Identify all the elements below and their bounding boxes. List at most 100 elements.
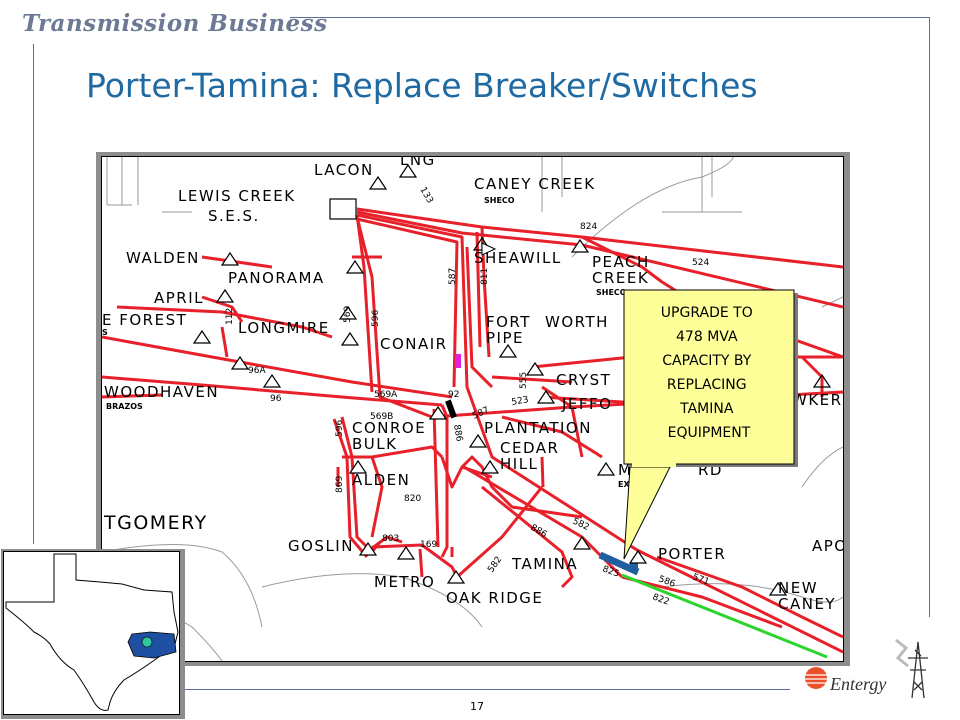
magenta-marker	[455, 354, 461, 368]
label-lacon: LACON	[314, 161, 374, 179]
label-montgomery: TGOMERY	[103, 512, 208, 534]
callout-text: UPGRADE TO 478 MVA CAPACITY BY REPLACING…	[661, 305, 757, 441]
label-hill: HILL	[500, 455, 538, 473]
label-panorama: PANORAMA	[228, 269, 325, 287]
line-811: 811	[480, 268, 490, 285]
label-caney-creek: CANEY CREEK	[474, 175, 596, 193]
label-pipe: PIPE	[486, 329, 524, 347]
label-lewis-creek: LEWIS CREEK	[178, 187, 296, 205]
line-169: 169	[420, 540, 437, 550]
label-porter: PORTER	[658, 545, 726, 563]
station-labels: LACON LNG LEWIS CREEK S.E.S. CANEY CREEK…	[102, 157, 843, 613]
tamina-breaker-box	[630, 562, 638, 572]
transmission-map: LACON LNG LEWIS CREEK S.E.S. CANEY CREEK…	[101, 156, 844, 662]
page-title: Porter-Tamina: Replace Breaker/Switches	[86, 66, 758, 105]
callout-line-1: UPGRADE TO	[661, 305, 753, 321]
callout-line-6: EQUIPMENT	[668, 425, 751, 441]
callout-line-5: TAMINA	[679, 401, 734, 417]
texas-outline-svg	[5, 553, 179, 711]
project-location-marker	[141, 636, 153, 648]
line-820: 820	[404, 494, 421, 504]
label-woodhaven: WOODHAVEN	[104, 383, 219, 401]
logo-wordmark: Entergy	[829, 674, 886, 694]
map-svg: LACON LNG LEWIS CREEK S.E.S. CANEY CREEK…	[102, 157, 843, 661]
label-conair: CONAIR	[380, 335, 448, 353]
line-869: 869	[335, 476, 345, 493]
label-e-forest: E FOREST	[102, 311, 187, 329]
logo-sun-stripes	[805, 674, 827, 684]
brazos-label: BRAZOS	[106, 402, 143, 411]
frame-right-line	[929, 17, 930, 617]
line-569: 569	[343, 306, 353, 323]
frame-top-line	[290, 17, 930, 18]
label-longmire: LONGMIRE	[238, 319, 330, 337]
lewis-creek-plant	[329, 198, 357, 220]
label-tamina: TAMINA	[511, 555, 578, 573]
label-metro: METRO	[374, 573, 435, 591]
label-bulk: BULK	[352, 435, 397, 453]
label-walden: WALDEN	[126, 249, 200, 267]
map-panel: LACON LNG LEWIS CREEK S.E.S. CANEY CREEK…	[96, 152, 850, 666]
sheco-label-1: SHECO	[484, 196, 515, 205]
label-lng: LNG	[400, 157, 436, 169]
transmission-tower-icon	[895, 638, 928, 699]
line-96: 96	[270, 394, 282, 404]
entergy-logo-svg: Entergy	[805, 638, 928, 699]
upgrade-callout: UPGRADE TO 478 MVA CAPACITY BY REPLACING…	[623, 289, 798, 560]
line-92: 92	[448, 390, 459, 400]
label-creek: CREEK	[592, 269, 649, 287]
label-apollo: APO	[812, 537, 843, 555]
substation-symbols	[192, 163, 832, 596]
label-april: APRIL	[154, 289, 204, 307]
label-ses: S.E.S.	[208, 207, 260, 225]
label-worth: WORTH	[545, 313, 609, 331]
brand-header: Transmission Business	[22, 10, 328, 37]
line-822-highlight	[621, 573, 828, 659]
line-569a: 569A	[374, 390, 398, 400]
s-label: S	[102, 328, 108, 337]
line-803: 803	[382, 534, 399, 544]
texas-outline	[5, 553, 179, 711]
label-cryst: CRYST	[556, 371, 611, 389]
breaker-mark	[445, 399, 457, 419]
callout-line-3: CAPACITY BY	[662, 353, 752, 369]
sheawill-triangle	[481, 242, 497, 256]
line-596-north: 596	[371, 310, 381, 327]
label-alden: ALDEN	[352, 471, 410, 489]
label-jeffo: JEFFO	[561, 395, 612, 413]
callout-line-4: REPLACING	[667, 377, 747, 393]
line-886-north: 886	[451, 424, 464, 443]
line-555: 555	[519, 372, 529, 389]
label-sheawill: SHEAWILL	[474, 249, 562, 267]
callout-join	[632, 463, 676, 467]
line-112: 112	[225, 308, 235, 325]
label-fort: FORT	[486, 313, 531, 331]
label-oak-ridge: OAK RIDGE	[446, 589, 543, 607]
label-cedar: CEDAR	[500, 439, 559, 457]
logo-sun-icon	[805, 667, 827, 689]
sheco-label-2: SHECO	[596, 288, 627, 297]
page-number: 17	[470, 700, 484, 713]
label-peach: PEACH	[592, 253, 650, 271]
line-96a: 96A	[248, 366, 266, 376]
service-area-region	[127, 631, 177, 659]
line-824: 824	[580, 222, 597, 232]
line-133: 133	[417, 186, 434, 206]
line-524: 524	[692, 258, 709, 268]
line-587-north: 587	[448, 268, 458, 285]
line-569b: 569B	[370, 412, 393, 422]
line-825: 825	[601, 564, 621, 579]
label-caney: CANEY	[778, 595, 836, 613]
line-582-west: 582	[486, 555, 504, 575]
frame-bottom-line	[180, 689, 790, 690]
callout-line-2: 478 MVA	[676, 329, 738, 345]
entergy-logo: Entergy	[800, 630, 940, 702]
frame-left-line	[33, 44, 34, 544]
callout-box	[623, 289, 795, 465]
label-walker: WKER	[792, 391, 843, 409]
label-new: NEW	[778, 579, 818, 597]
line-523: 523	[511, 395, 530, 408]
texas-inset-frame	[3, 551, 180, 715]
label-conroe: CONROE	[352, 419, 426, 437]
line-596-south: 596	[335, 420, 345, 437]
